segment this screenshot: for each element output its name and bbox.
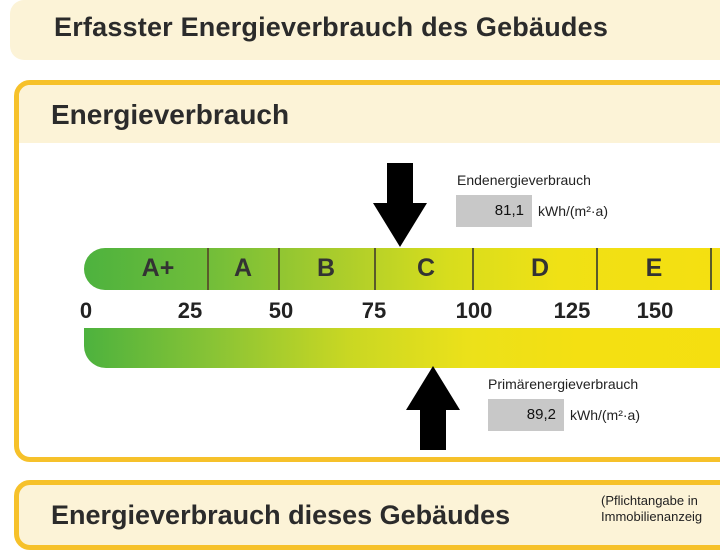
tick-100: 100	[455, 298, 493, 323]
primary-energy-arrow-icon	[406, 366, 460, 450]
tick-25: 25	[177, 298, 203, 323]
panel-title: Energieverbrauch	[51, 99, 290, 130]
section-title: Energieverbrauch dieses Gebäudes	[51, 500, 511, 530]
note-line-2: Immobilienanzeig	[601, 509, 703, 524]
class-d: D	[530, 254, 550, 282]
primary-energy-label: Primärenergieverbrauch	[488, 376, 639, 392]
document-title: Erfasster Energieverbrauch des Gebäudes	[54, 12, 609, 42]
end-energy-value: 81,1	[456, 195, 532, 227]
class-e: E	[645, 254, 663, 282]
tick-75: 75	[361, 298, 387, 323]
building-consumption-section: Energieverbrauch dieses Gebäudes (Pflich…	[14, 480, 720, 550]
energy-class-scale: A+ A B C D E	[84, 248, 720, 290]
tick-0: 0	[79, 298, 93, 323]
class-a: A	[233, 254, 253, 282]
tick-125: 125	[553, 298, 591, 323]
primary-energy-unit: kWh/(m²·a)	[570, 407, 640, 423]
energy-gradient-bar	[84, 328, 720, 368]
primary-energy-value: 89,2	[488, 399, 564, 431]
panel-header: Energieverbrauch	[19, 85, 720, 143]
document-header: Erfasster Energieverbrauch des Gebäudes	[10, 0, 720, 60]
class-b: B	[316, 254, 336, 282]
end-energy-unit: kWh/(m²·a)	[538, 203, 608, 219]
end-energy-arrow-icon	[373, 163, 427, 247]
end-energy-label: Endenergieverbrauch	[457, 172, 591, 188]
tick-50: 50	[268, 298, 294, 323]
mandatory-note: (Pflichtangabe in Immobilienanzeig	[601, 493, 720, 525]
tick-150: 150	[636, 298, 674, 323]
class-c: C	[416, 254, 436, 282]
class-a-plus: A+	[141, 254, 175, 282]
note-line-1: (Pflichtangabe in	[601, 493, 698, 508]
